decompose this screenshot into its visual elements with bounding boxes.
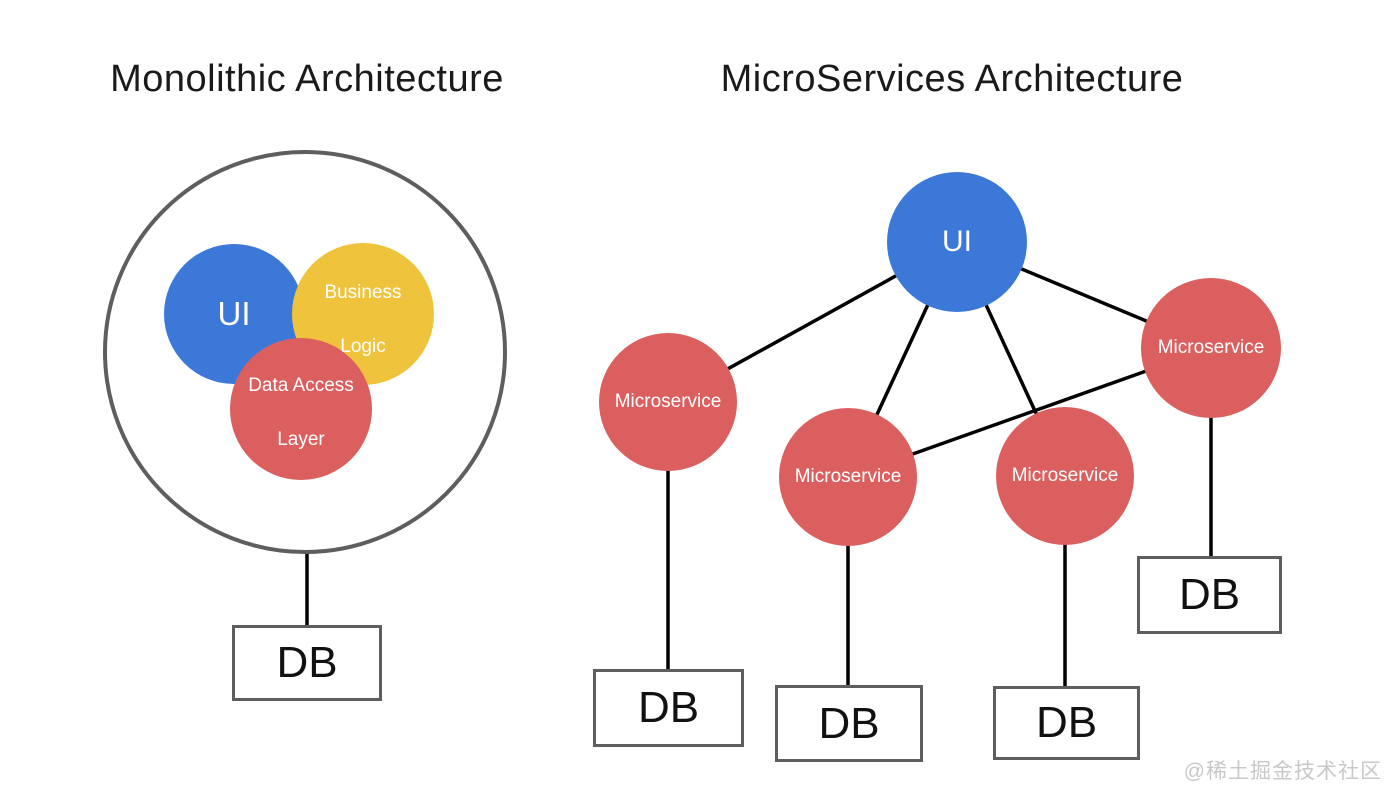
microservices-ui-circle: UI [887, 172, 1027, 312]
microservice-db-label-4: DB [1178, 570, 1241, 619]
microservice-label-3: Microservice [1011, 465, 1119, 486]
business-logic-label-line1: Business [324, 282, 402, 303]
microservice-db-box-2: DB [775, 685, 923, 762]
microservice-db-label-2: DB [818, 698, 880, 748]
microservice-db-label-1: DB [637, 683, 700, 732]
monolith-db-label: DB [276, 638, 338, 687]
monolith-db-box: DB [232, 625, 382, 701]
microservice-circle-4: Microservice [1141, 278, 1281, 418]
monolithic-title: Monolithic Architecture [110, 58, 504, 100]
microservice-circle-2: Microservice [779, 408, 917, 546]
watermark-text: @稀土掘金技术社区 [1183, 760, 1382, 783]
microservice-label-4: Microservice [1157, 337, 1265, 358]
microservice-label-2: Microservice [794, 466, 902, 487]
data-access-layer-circle: Data Access Layer [230, 338, 372, 480]
microservices-ui-label: UI [942, 225, 972, 258]
business-logic-label-line2: Logic [340, 336, 386, 357]
microservice-db-box-3: DB [993, 686, 1140, 760]
microservices-title: MicroServices Architecture [720, 58, 1184, 100]
microservice-db-box-1: DB [593, 669, 744, 747]
data-access-label-line1: Data Access [248, 375, 354, 396]
microservice-db-label-3: DB [1035, 698, 1098, 747]
data-access-label-line2: Layer [277, 429, 325, 450]
microservice-db-box-4: DB [1137, 556, 1282, 634]
microservice-circle-3: Microservice [996, 407, 1134, 545]
monolith-ui-circle: UI [164, 244, 304, 384]
microservice-circle-1: Microservice [599, 333, 737, 471]
microservice-label-1: Microservice [614, 391, 722, 412]
monolith-ui-label: UI [217, 295, 251, 332]
